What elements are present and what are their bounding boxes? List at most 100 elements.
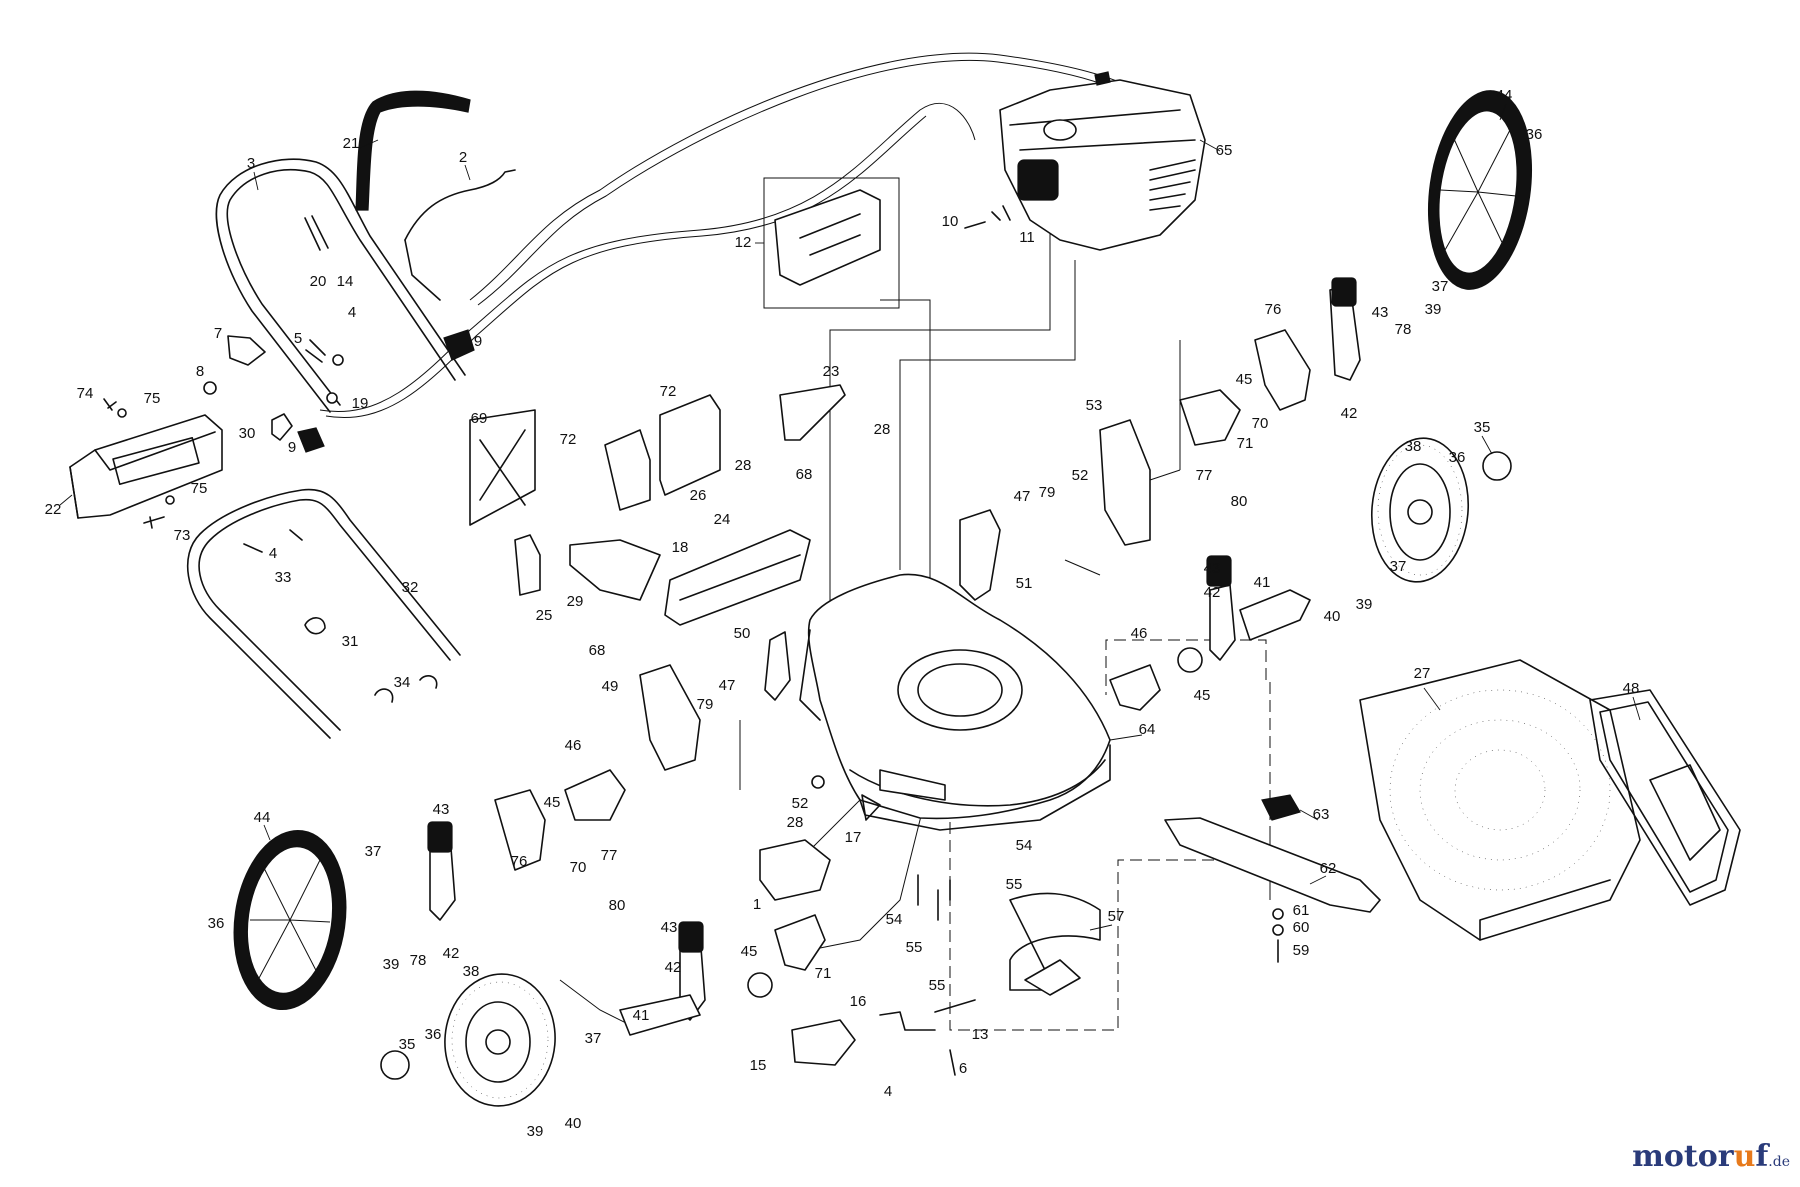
part-label-l43c: 43 [433, 801, 450, 818]
adjuster-71-bottom [774, 914, 826, 971]
mower-deck-64 [799, 573, 1111, 831]
cap-35-right [1482, 451, 1512, 481]
part-label-l25: 25 [536, 607, 553, 624]
part-label-l44a: 44 [1496, 87, 1513, 104]
knob-43-mid [1206, 555, 1232, 587]
part-label-l39b: 39 [1356, 596, 1373, 613]
part-label-l6: 6 [959, 1060, 967, 1077]
adjuster-71-top [1179, 389, 1241, 446]
part-label-l77a: 77 [1196, 467, 1213, 484]
nut-52 [811, 775, 825, 789]
bracket-29 [569, 539, 661, 601]
part-label-l45c: 45 [544, 794, 561, 811]
bracket-25 [514, 534, 541, 596]
part-label-l63: 63 [1313, 806, 1330, 823]
bracket-49 [639, 664, 701, 771]
part-label-l76a: 76 [1265, 301, 1282, 318]
wheel-38-right [1370, 437, 1470, 583]
part-label-l26: 26 [690, 487, 707, 504]
bracket-16 [879, 1011, 936, 1031]
part-label-l40b: 40 [565, 1115, 582, 1132]
part-label-l72a: 72 [660, 383, 677, 400]
clip-9-lower [297, 427, 325, 453]
part-label-l7: 7 [214, 325, 222, 342]
grass-bag-27 [1359, 659, 1641, 941]
pin-6 [949, 1049, 956, 1076]
spacer-45-bottom [747, 972, 773, 998]
watermark-brand-head: motor [1632, 1139, 1734, 1174]
spacer-45-right [1177, 647, 1203, 673]
plate-24 [664, 529, 811, 626]
part-label-l71b: 71 [815, 965, 832, 982]
part-label-l27: 27 [1414, 665, 1431, 682]
part-label-l31: 31 [342, 633, 359, 650]
part-label-l42a: 42 [1341, 405, 1358, 422]
part-label-l17: 17 [845, 829, 862, 846]
part-label-l23: 23 [823, 363, 840, 380]
part-label-l12: 12 [735, 234, 752, 251]
part-label-l4b: 4 [269, 545, 277, 562]
part-label-l78b: 78 [410, 952, 427, 969]
part-label-l10: 10 [942, 213, 959, 230]
part-label-l50: 50 [734, 625, 751, 642]
part-label-l37a: 37 [1432, 278, 1449, 295]
bracket-76-left [494, 789, 546, 871]
part-label-l80b: 80 [609, 897, 626, 914]
screw-10 [964, 221, 986, 229]
part-label-l43b: 43 [1204, 560, 1221, 577]
blade-62 [1164, 817, 1381, 913]
cover-15 [791, 1019, 856, 1066]
part-label-l37c: 37 [365, 843, 382, 860]
part-label-l54a: 54 [1016, 837, 1033, 854]
part-label-l28a: 28 [874, 421, 891, 438]
part-label-l46a: 46 [1131, 625, 1148, 642]
washer-75 [117, 408, 127, 418]
part-label-l64: 64 [1139, 721, 1156, 738]
bracket-72 [604, 429, 651, 511]
watermark-brand-mid: u [1733, 1139, 1756, 1174]
part-label-l47b: 47 [719, 677, 736, 694]
part-label-l52a: 52 [1072, 467, 1089, 484]
part-label-l62: 62 [1320, 860, 1337, 877]
bolts-55 [917, 874, 951, 921]
part-label-l9b: 9 [288, 439, 296, 456]
part-label-l74: 74 [77, 385, 94, 402]
brand-watermark[interactable]: motoruf.de [1632, 1142, 1790, 1172]
cap-35-left [380, 1050, 410, 1080]
part-label-l55c: 55 [929, 977, 946, 994]
knob-43-bottom [678, 921, 704, 953]
part-label-l11: 11 [1019, 229, 1035, 246]
part-number-labels: 1234445678991011121314151617181920212223… [45, 87, 1640, 1140]
part-label-l79a: 79 [1039, 484, 1056, 501]
part-label-l35a: 35 [1474, 419, 1491, 436]
part-label-l36a: 36 [1526, 126, 1543, 143]
part-label-l68b: 68 [589, 642, 606, 659]
engine-65 [964, 71, 1206, 251]
part-label-l45b: 45 [1194, 687, 1211, 704]
part-label-l9a: 9 [474, 333, 482, 350]
part-label-l45a: 45 [1236, 371, 1253, 388]
leader-lines [59, 103, 1641, 931]
part-label-l18: 18 [672, 539, 689, 556]
part-label-l42b: 42 [1204, 584, 1221, 601]
part-17 [861, 794, 881, 821]
bracket-26 [659, 394, 721, 496]
part-label-l2: 2 [459, 149, 467, 166]
part-label-l32: 32 [402, 579, 419, 596]
part-label-l53: 53 [1086, 397, 1103, 414]
bolts-33 [243, 529, 303, 553]
adapter-63 [1261, 794, 1301, 821]
part-label-l70a: 70 [1252, 415, 1269, 432]
part-label-l76b: 76 [511, 853, 528, 870]
spring-13 [934, 999, 976, 1013]
part-label-l78a: 78 [1395, 321, 1412, 338]
part-label-l37b: 37 [1390, 558, 1407, 575]
part-label-l21: 21 [343, 135, 360, 152]
part-label-l38a: 38 [1405, 438, 1422, 455]
part-label-l39a: 39 [1425, 301, 1442, 318]
bracket-57 [1009, 892, 1101, 991]
lower-handle-32 [186, 488, 461, 739]
part-label-l57: 57 [1108, 908, 1125, 925]
wheel-38-left [444, 973, 556, 1107]
